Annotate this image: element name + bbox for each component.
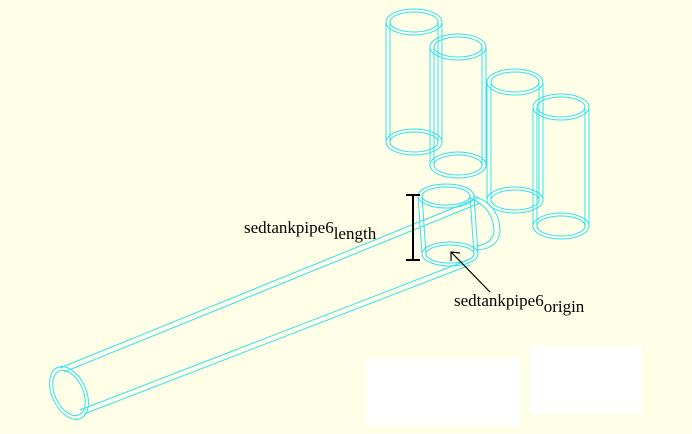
length-dimension — [406, 194, 420, 261]
vertical-pipe-1 — [385, 8, 443, 156]
origin-label-name: sedtankpipe6 — [454, 291, 544, 310]
length-label-name: sedtankpipe6 — [244, 218, 334, 237]
vertical-pipe-3 — [486, 68, 544, 214]
blank-region-left — [366, 358, 520, 426]
long-diagonal-pipe — [49, 197, 481, 420]
origin-arrow — [450, 251, 491, 293]
vertical-pipe-4 — [532, 93, 590, 240]
blank-region-right — [530, 346, 642, 414]
vertical-pipe-2 — [429, 33, 487, 179]
origin-label: sedtankpipe6origin — [454, 291, 584, 316]
length-label-subscript: length — [333, 224, 377, 243]
length-label: sedtankpipe6length — [244, 218, 376, 243]
origin-label-subscript: origin — [543, 297, 585, 316]
